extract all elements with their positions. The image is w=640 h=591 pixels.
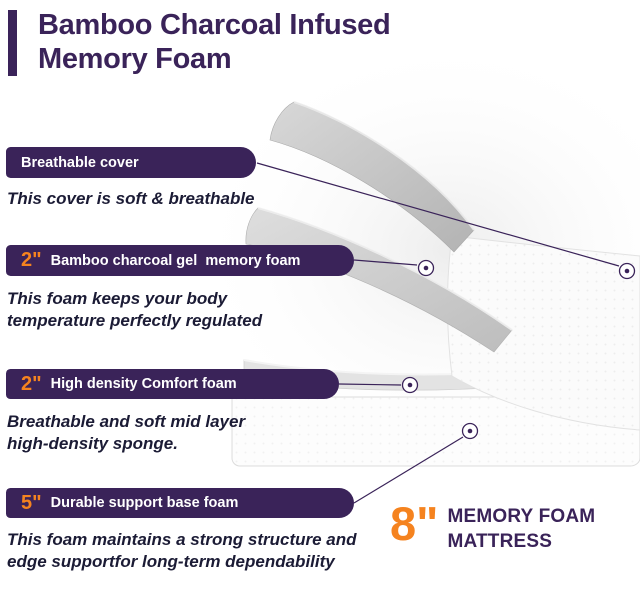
callout-desc-comfort-foam: Breathable and soft mid layer high-densi… xyxy=(7,412,246,453)
leader-lines xyxy=(256,162,620,504)
layer-markers xyxy=(401,259,636,440)
top-cover-sheet xyxy=(269,101,475,253)
badge-text-line1: MEMORY FOAM xyxy=(447,506,596,527)
mattress-base-layer xyxy=(231,396,640,467)
leader-line-gel-foam xyxy=(353,259,418,266)
callout-text: High density Comfort foam xyxy=(50,376,237,392)
callout-desc-breathable-cover: This cover is soft & breathable xyxy=(7,189,255,208)
badge-text-line2: MATTRESS xyxy=(447,530,553,552)
page-title-line2: Memory Foam xyxy=(38,43,232,76)
callout-text: Breathable cover xyxy=(21,154,139,171)
callout-size: 5" xyxy=(21,491,42,514)
comfort-foam-donut-marker-icon xyxy=(401,376,419,394)
page-title-line1: Bamboo Charcoal Infused xyxy=(38,9,391,41)
callout-size: 2" xyxy=(21,249,42,271)
callout-text: Durable support base foam xyxy=(50,495,239,511)
callout-label-gel-memory-foam: 2" Bamboo charcoal gel memory foam xyxy=(6,245,354,276)
callout-size: 2" xyxy=(21,372,42,395)
gel-foam-donut-marker-icon xyxy=(417,259,435,277)
mattress-size-badge: 8" MEMORY FOAM MATTRESS xyxy=(390,500,595,554)
cover-donut-marker-icon xyxy=(618,262,636,280)
page-title: Bamboo Charcoal Infused Memory Foam xyxy=(38,8,391,76)
leader-line-base-foam xyxy=(353,436,464,504)
callout-label-breathable-cover: Breathable cover xyxy=(6,147,256,178)
callout-label-base-foam: 5" Durable support base foam xyxy=(6,488,354,518)
badge-size-number: 8" xyxy=(390,497,439,550)
base-foam-donut-marker-icon xyxy=(461,422,479,440)
quilted-cover-flat xyxy=(447,235,640,431)
callout-text: Bamboo charcoal gel memory foam xyxy=(50,252,301,269)
callout-desc-gel-memory-foam: This foam keeps your body temperature pe… xyxy=(7,289,263,330)
callout-label-comfort-foam: 2" High density Comfort foam xyxy=(6,369,339,399)
leader-line-cover xyxy=(256,162,620,267)
badge-text: MEMORY FOAM MATTRESS xyxy=(447,505,595,554)
gel-memory-foam-layer xyxy=(245,207,513,353)
callout-desc-base-foam: This foam maintains a strong structure a… xyxy=(7,530,357,571)
leader-line-comfort-foam xyxy=(338,383,402,386)
title-accent-bar xyxy=(8,10,17,76)
